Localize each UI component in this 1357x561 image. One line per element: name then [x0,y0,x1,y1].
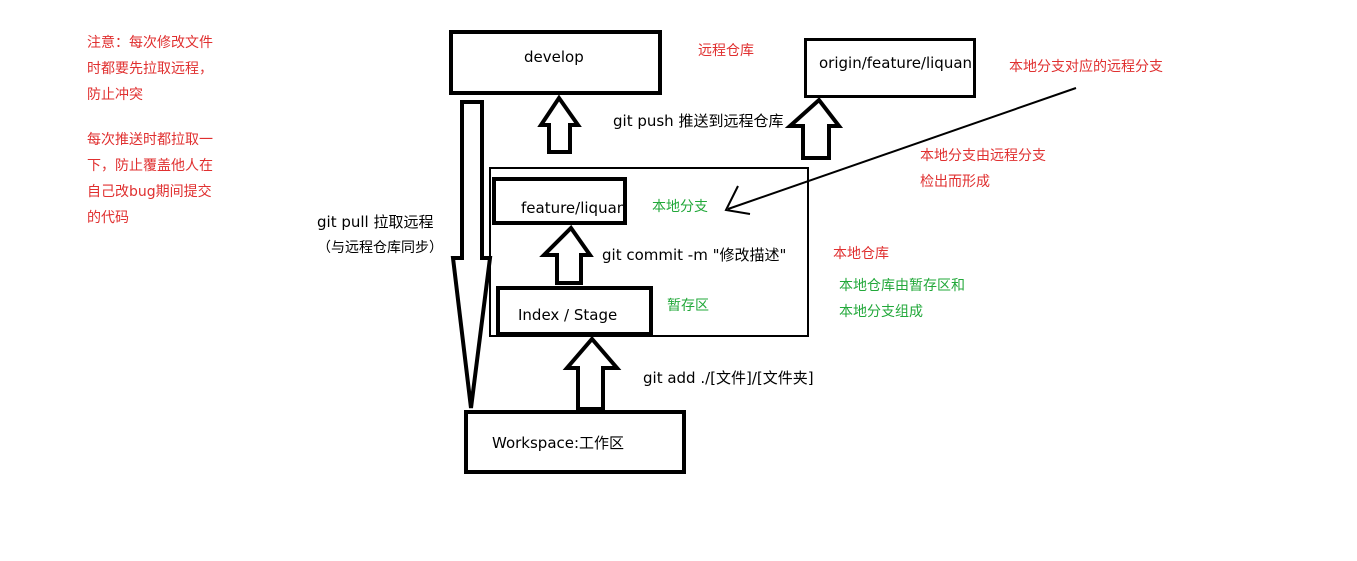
warning-note-line: 注意：每次修改文件 [87,35,213,51]
remote-branch-label: 本地分支对应的远程分支 [1009,59,1163,75]
workspace-label: Workspace:工作区 [492,434,625,452]
local-branch-label: 本地分支 [652,199,708,215]
origin-feature-box: origin/feature/liquan [804,38,976,98]
local-from-remote-line: 检出而形成 [920,174,990,190]
git-pull-note: git pull 拉取远程 （与远程仓库同步） [317,209,443,261]
feature-local-label: feature/liquan [521,199,627,217]
stage-area-label: 暂存区 [667,298,709,314]
git-pull-line: git pull 拉取远程 [317,213,434,231]
local-repo-composition-line: 本地仓库由暂存区和 [839,278,965,294]
git-pull-line: （与远程仓库同步） [317,240,443,256]
warning-note-line: 时都要先拉取远程， [87,61,213,77]
local-repo-composition-line: 本地分支组成 [839,304,923,320]
local-from-remote-note: 本地分支由远程分支 检出而形成 [920,143,1046,195]
warning-note-line: 防止冲突 [87,87,143,103]
local-repo-composition-note: 本地仓库由暂存区和 本地分支组成 [839,273,965,325]
origin-feature-label: origin/feature/liquan [819,54,973,72]
git-add-label: git add ./[文件]/[文件夹] [643,369,814,387]
push-note-line: 的代码 [87,210,129,226]
remote-repo-label: 远程仓库 [698,43,754,59]
push-arrow-origin [784,97,844,160]
remote-to-local-arrowhead [724,185,751,215]
local-from-remote-line: 本地分支由远程分支 [920,148,1046,164]
index-stage-label: Index / Stage [518,306,618,324]
pull-arrow [450,100,493,409]
git-push-label: git push 推送到远程仓库 [613,112,784,130]
warning-note: 注意：每次修改文件 时都要先拉取远程， 防止冲突 [87,30,213,108]
push-arrow-develop [537,94,582,154]
push-note-line: 每次推送时都拉取一 [87,132,213,148]
develop-label: develop [524,48,584,66]
remote-to-local-line [727,87,1077,210]
push-note-line: 下，防止覆盖他人在 [87,158,213,174]
feature-local-box: feature/liquan [492,177,627,225]
add-arrow [562,335,622,411]
local-repo-container [489,167,809,337]
develop-box: develop [449,30,662,95]
git-commit-label: git commit -m "修改描述" [602,246,787,264]
index-stage-box: Index / Stage [496,286,653,336]
push-note: 每次推送时都拉取一 下，防止覆盖他人在 自己改bug期间提交 的代码 [87,127,213,231]
workspace-box: Workspace:工作区 [464,410,686,474]
push-note-line: 自己改bug期间提交 [87,184,212,200]
local-repo-label: 本地仓库 [833,246,889,262]
commit-arrow [539,224,594,285]
